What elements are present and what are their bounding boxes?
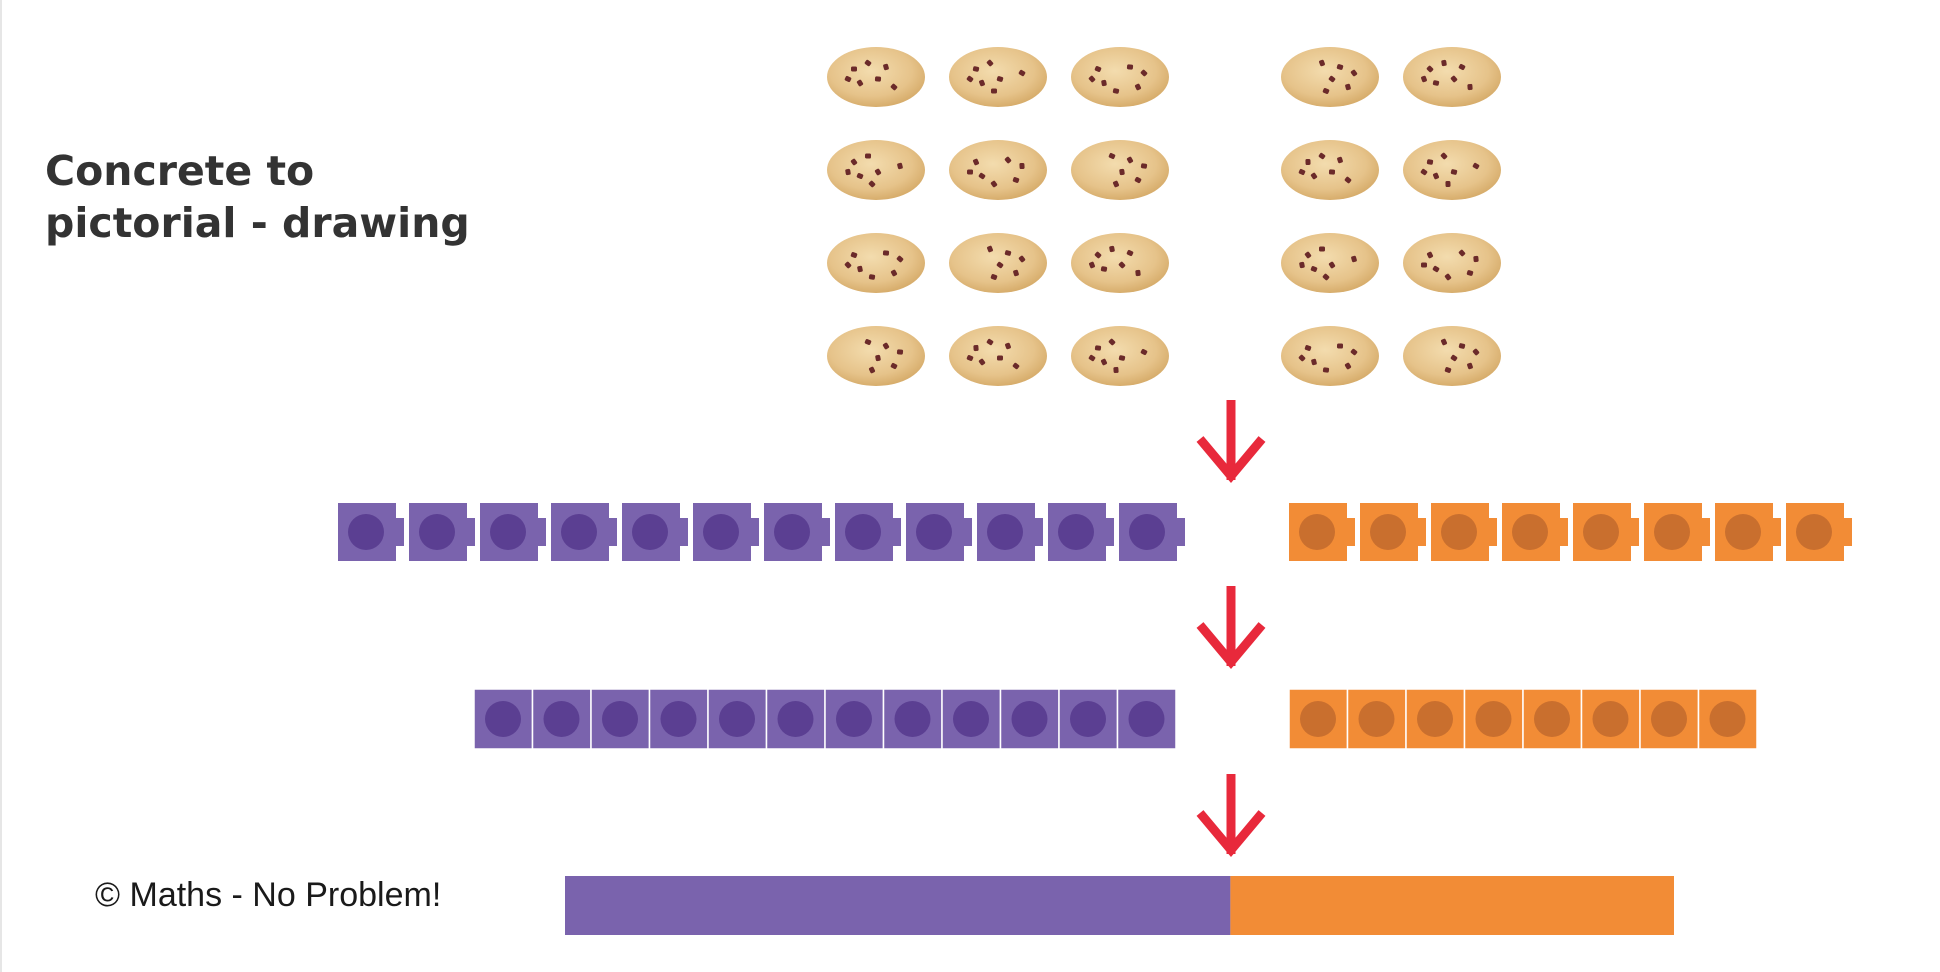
orange-cube	[1573, 503, 1639, 561]
cookie	[827, 326, 925, 386]
orange-square	[1639, 688, 1700, 750]
orange-cube	[1431, 503, 1497, 561]
cookie	[1281, 233, 1379, 293]
purple-cube	[1119, 503, 1185, 561]
purple-square	[707, 688, 768, 750]
down-arrow-icon	[1196, 586, 1266, 670]
purple-square	[999, 688, 1060, 750]
page-title: Concrete to pictorial - drawing	[45, 145, 470, 249]
orange-cube	[1360, 503, 1426, 561]
cookie	[827, 233, 925, 293]
orange-cube	[1715, 503, 1781, 561]
purple-square	[882, 688, 943, 750]
orange-square	[1697, 688, 1758, 750]
cookie	[1071, 233, 1169, 293]
orange-square	[1580, 688, 1641, 750]
purple-cube	[409, 503, 475, 561]
arrows	[1196, 400, 1266, 858]
purple-square	[824, 688, 885, 750]
cookie-grid	[827, 47, 1501, 386]
bar-orange-part	[1230, 876, 1674, 935]
cookie	[1403, 140, 1501, 200]
orange-cube	[1502, 503, 1568, 561]
cookie	[1281, 140, 1379, 200]
purple-cube	[693, 503, 759, 561]
drawn-squares-row	[473, 688, 1758, 750]
purple-square	[765, 688, 826, 750]
orange-cube	[1786, 503, 1852, 561]
title-line-1: Concrete to	[45, 147, 315, 195]
purple-square	[941, 688, 1002, 750]
purple-cube	[906, 503, 972, 561]
cookie	[1403, 326, 1501, 386]
orange-square	[1522, 688, 1583, 750]
down-arrow-icon	[1196, 400, 1266, 484]
cookie	[1071, 140, 1169, 200]
down-arrow-icon	[1196, 774, 1266, 858]
purple-cube	[764, 503, 830, 561]
purple-square	[648, 688, 709, 750]
purple-square	[590, 688, 651, 750]
purple-cube	[551, 503, 617, 561]
copyright-notice: © Maths - No Problem!	[95, 876, 442, 914]
purple-cube	[338, 503, 404, 561]
cookie	[949, 140, 1047, 200]
purple-square	[531, 688, 592, 750]
purple-cube	[977, 503, 1043, 561]
page-edge	[0, 0, 2, 972]
cookie	[1071, 326, 1169, 386]
orange-square	[1346, 688, 1407, 750]
orange-cube	[1289, 503, 1355, 561]
cookie	[1071, 47, 1169, 107]
bar-model	[565, 876, 1674, 935]
purple-cube	[622, 503, 688, 561]
orange-square	[1405, 688, 1466, 750]
purple-cube	[1048, 503, 1114, 561]
orange-square	[1463, 688, 1524, 750]
cookie	[949, 47, 1047, 107]
purple-square	[473, 688, 534, 750]
purple-square	[1116, 688, 1177, 750]
orange-square	[1288, 688, 1349, 750]
cookie	[827, 47, 925, 107]
cookie	[949, 326, 1047, 386]
bar-purple-part	[565, 876, 1231, 935]
cookie	[949, 233, 1047, 293]
linking-cubes-row	[338, 503, 1852, 561]
cookie	[1403, 233, 1501, 293]
purple-square	[1058, 688, 1119, 750]
cookie	[1403, 47, 1501, 107]
purple-cube	[480, 503, 546, 561]
cookie	[827, 140, 925, 200]
title-line-2: pictorial - drawing	[45, 199, 470, 247]
cookie	[1281, 47, 1379, 107]
purple-cube	[835, 503, 901, 561]
cookie	[1281, 326, 1379, 386]
orange-cube	[1644, 503, 1710, 561]
